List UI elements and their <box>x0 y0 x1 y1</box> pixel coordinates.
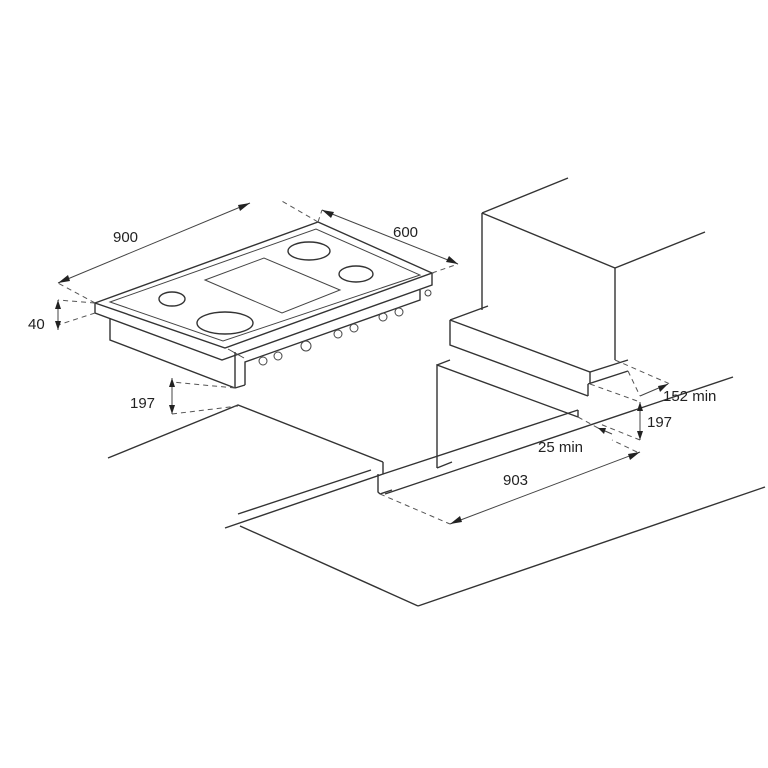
dimension-below-hob: 197 <box>130 378 239 415</box>
wall-clearance-label: 152 min <box>663 388 716 405</box>
dimension-width: 900 <box>57 199 319 304</box>
cabinet-height-label: 197 <box>647 414 672 431</box>
dimension-front-clearance: 25 min <box>538 416 613 456</box>
burner-right <box>338 265 374 283</box>
countertop-left <box>107 404 384 529</box>
depth-label: 600 <box>393 224 418 241</box>
width-label: 900 <box>113 229 138 246</box>
cabinet-cutout <box>436 359 579 469</box>
dimension-thickness: 40 <box>28 299 96 333</box>
dimension-cutout-width: 903 <box>379 439 641 525</box>
burner-left <box>158 291 186 307</box>
dimension-wall-clearance: 152 min <box>614 359 716 405</box>
dimension-depth: 600 <box>317 209 459 274</box>
control-knobs <box>258 289 432 366</box>
cutout-width-label: 903 <box>503 472 528 489</box>
countertop-right <box>239 376 766 607</box>
dimension-cabinet-height: 197 <box>589 383 672 441</box>
front-clearance-label: 25 min <box>538 439 583 456</box>
back-ledge <box>449 305 629 397</box>
below-hob-label: 197 <box>130 395 155 412</box>
burner-front-left <box>196 311 254 335</box>
burner-back <box>287 241 331 261</box>
center-plate <box>203 257 342 314</box>
upper-cabinet <box>481 177 706 360</box>
thickness-label: 40 <box>28 316 45 333</box>
